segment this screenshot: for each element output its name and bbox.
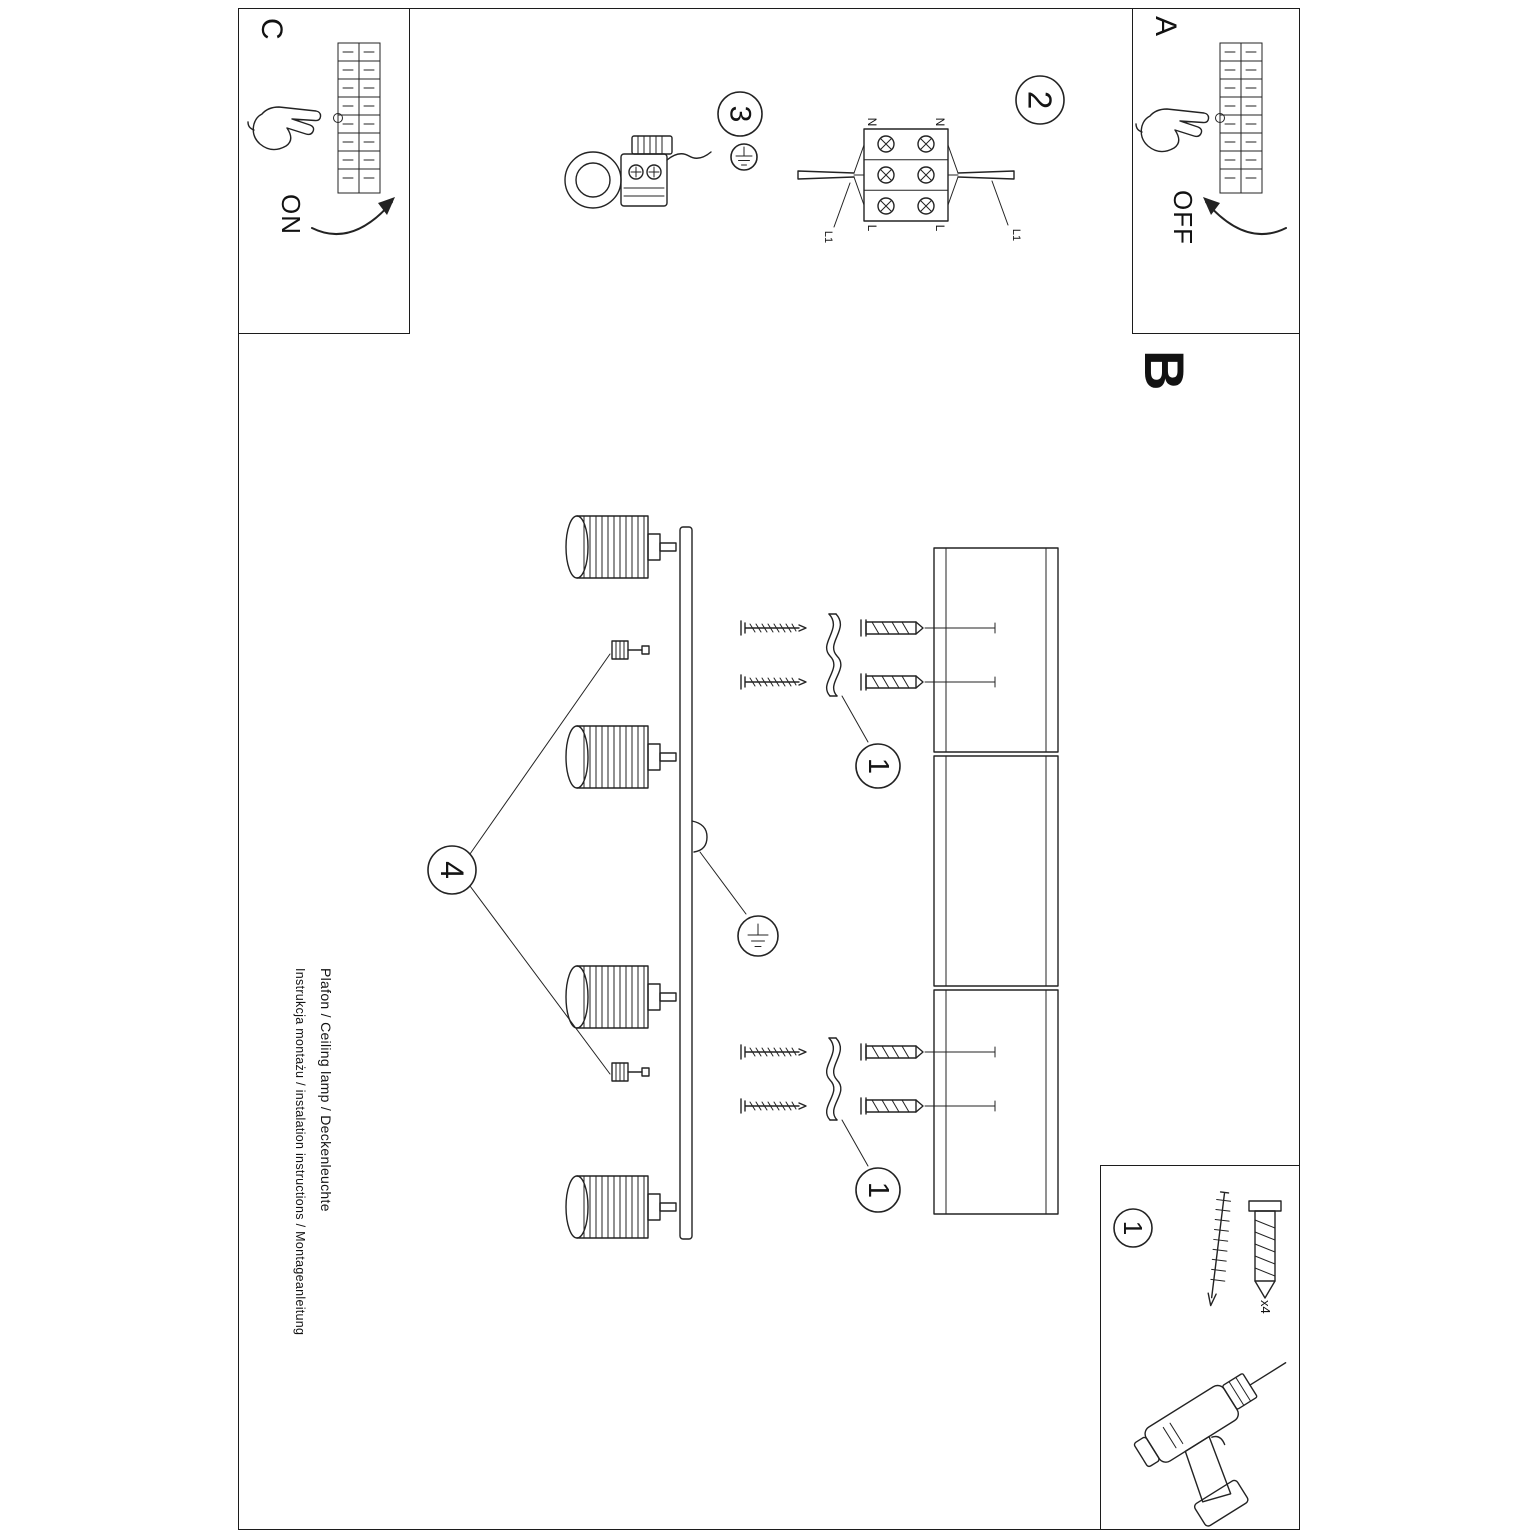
terminal-strip-icon (333, 42, 381, 194)
hand-press-icon (247, 106, 322, 151)
step-3-badge: 3 (717, 91, 763, 137)
ceiling-lamp-assembly (565, 515, 708, 1240)
wire-label-n-left: N (865, 118, 879, 127)
screw-icon (1207, 1191, 1232, 1307)
parts-box (1100, 1165, 1300, 1530)
earth-symbol-icon (737, 915, 779, 957)
step-1-number: 1 (862, 758, 894, 774)
earth-callout (699, 851, 779, 957)
mounting-hardware-upper (740, 613, 996, 697)
step-1-callout-lower: 1 (841, 1119, 901, 1213)
step-2-badge: 2 (1015, 75, 1065, 125)
ceiling-panel (933, 989, 1059, 1215)
step-2-number: 2 (1022, 91, 1059, 109)
lamp-mounting-bar (679, 526, 693, 1240)
state-on-label: ON (276, 194, 306, 235)
terminal-strip-icon (1215, 42, 1263, 194)
hand-press-icon (1135, 108, 1210, 153)
spotlight-head (565, 725, 677, 789)
footer-product-title: Plafon / Ceiling lamp / Deckenleuchte (318, 968, 334, 1212)
parts-badge-number: 1 (1118, 1221, 1148, 1235)
fixing-knob (611, 640, 650, 660)
fixing-knob (611, 1062, 650, 1082)
mounting-screw-row (740, 1097, 996, 1115)
wire-label-l-right: L (933, 225, 947, 232)
wire-label-l-left: L (865, 225, 879, 232)
mounting-screw-row (740, 1043, 996, 1061)
lamp-holder-illustration (564, 135, 758, 209)
section-a-label: A (1149, 16, 1182, 37)
footer-instructions-title: Instrukcja montażu / instalation instruc… (293, 968, 307, 1336)
ceiling-panel (933, 755, 1059, 987)
section-a-box (1132, 8, 1300, 334)
rotate-arrow-off-icon (1203, 197, 1287, 236)
earth-symbol-icon (730, 143, 758, 171)
spotlight-head (565, 515, 677, 579)
step-1-number: 1 (862, 1182, 894, 1198)
step-1-callout-upper: 1 (841, 695, 901, 789)
spotlight-head (565, 1175, 677, 1239)
ceiling-panels (933, 547, 1059, 1215)
wire-label-l1-left: L1 (822, 231, 834, 243)
wire-label-n-right: N (933, 118, 947, 127)
spotlight-head (565, 965, 677, 1029)
drill-icon (1133, 1362, 1287, 1527)
section-c-box (238, 8, 410, 334)
rotate-arrow-on-icon (311, 197, 395, 236)
wiring-diagram: N N L L L1 L1 (797, 118, 1022, 243)
ceiling-panel (933, 547, 1059, 753)
wire-label-l1-right: L1 (1010, 229, 1022, 241)
wall-plug-icon (1248, 1200, 1282, 1299)
section-b-label: B (1133, 350, 1196, 391)
mounting-bracket (825, 613, 835, 697)
parts-quantity-label: x4 (1258, 1300, 1273, 1314)
step-3-number: 3 (724, 106, 757, 123)
step-4-number: 4 (434, 861, 470, 879)
mounting-hardware-lower (740, 1037, 996, 1121)
parts-badge: 1 (1113, 1208, 1153, 1248)
cable-hook (691, 820, 708, 853)
mounting-screw-row (740, 619, 996, 637)
mounting-bracket (825, 1037, 835, 1121)
section-c-label: C (255, 18, 288, 40)
mounting-screw-row (740, 673, 996, 691)
step-4-callout: 4 (427, 653, 611, 1075)
